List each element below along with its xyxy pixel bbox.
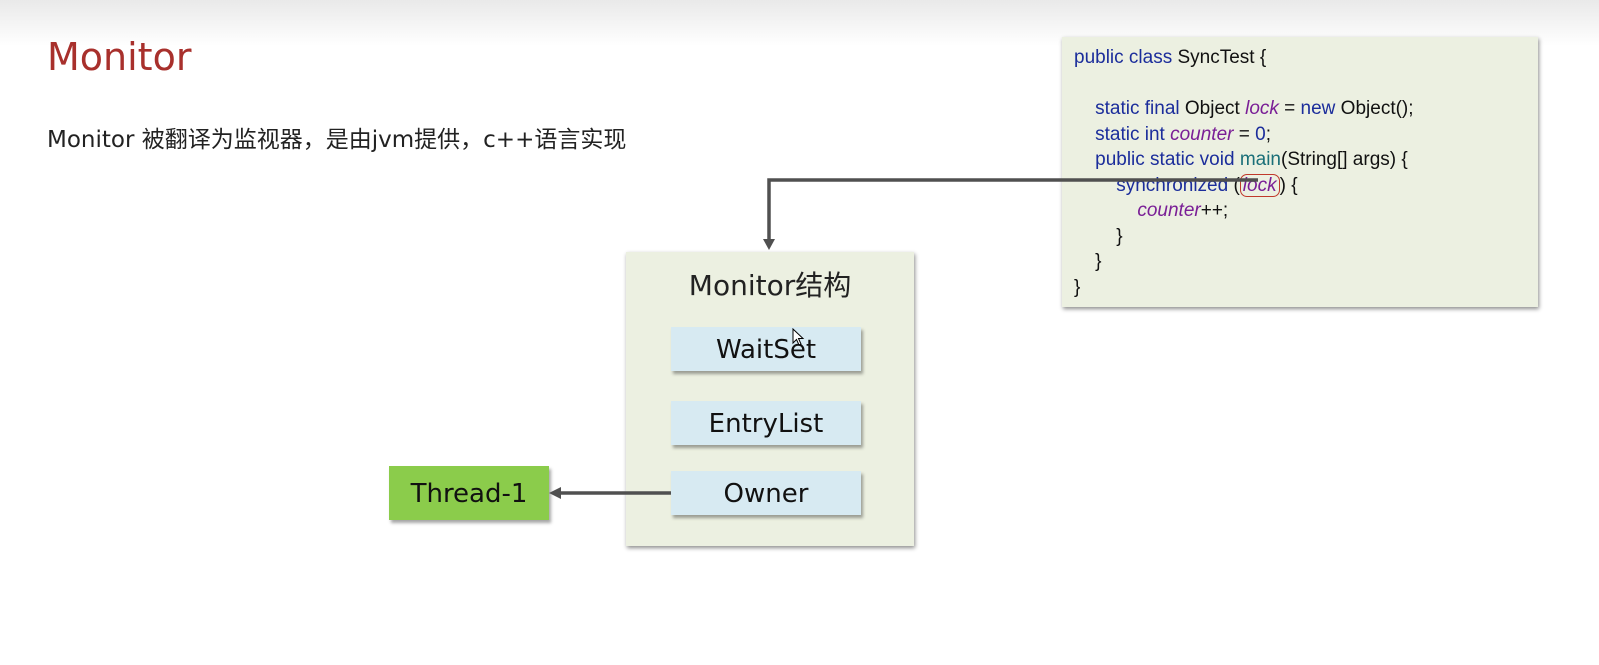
lock-highlight: lock [1239,173,1280,197]
code-text: } [1116,225,1123,247]
code-variable: lock [1242,174,1277,196]
code-text: Object [1179,98,1246,119]
code-line-4: static int counter = 0; [1074,122,1538,148]
code-panel: public class SyncTest { static final Obj… [1062,37,1538,307]
monitor-title: Monitor结构 [688,269,852,302]
code-function: main [1239,149,1281,170]
mouse-cursor-icon [792,328,805,346]
code-text: SyncTest { [1172,47,1267,68]
thread-1-box: Thread-1 [389,466,549,520]
code-keyword: public class [1074,47,1173,68]
code-line-7: counter++; [1074,198,1538,224]
entrylist-slot: EntryList [671,401,861,445]
monitor-structure: Monitor结构 WaitSet EntryList Owner [626,252,914,546]
code-keyword: new [1300,98,1336,119]
code-text: ( [1228,174,1240,196]
code-number: 0 [1255,123,1266,145]
lock-to-monitor-arrowhead [763,239,775,250]
code-variable: counter [1137,200,1201,221]
code-text: } [1074,276,1081,298]
code-line-5: public static void main(String[] args) { [1074,147,1538,173]
code-keyword: public static void [1095,149,1235,170]
page-subtitle: Monitor 被翻译为监视器，是由jvm提供，c++语言实现 [47,127,627,153]
code-line-1: public class SyncTest { [1074,45,1538,71]
code-text: ) { [1279,174,1298,196]
code-text: ++; [1200,200,1229,221]
code-keyword: static final [1095,98,1180,119]
code-line-8: } [1074,224,1538,250]
code-text: Object(); [1335,98,1414,119]
code-text: = [1233,123,1256,145]
code-keyword: synchronized [1116,174,1229,196]
code-text: ; [1265,123,1271,145]
code-variable: counter [1170,123,1234,145]
code-line-2 [1074,71,1538,97]
owner-slot: Owner [671,471,861,515]
page-title: Monitor [47,35,192,79]
code-line-10: } [1074,275,1538,301]
code-text: = [1278,98,1301,119]
waitset-slot: WaitSet [671,327,861,371]
owner-to-thread-arrowhead [549,487,561,499]
code-line-6: synchronized (lock) { [1074,173,1538,199]
code-keyword: static int [1095,123,1165,145]
code-line-3: static final Object lock = new Object(); [1074,96,1538,122]
code-text: (String[] args) { [1281,149,1408,170]
code-text: } [1095,251,1102,272]
code-variable: lock [1245,98,1279,119]
code-line-9: } [1074,249,1538,275]
